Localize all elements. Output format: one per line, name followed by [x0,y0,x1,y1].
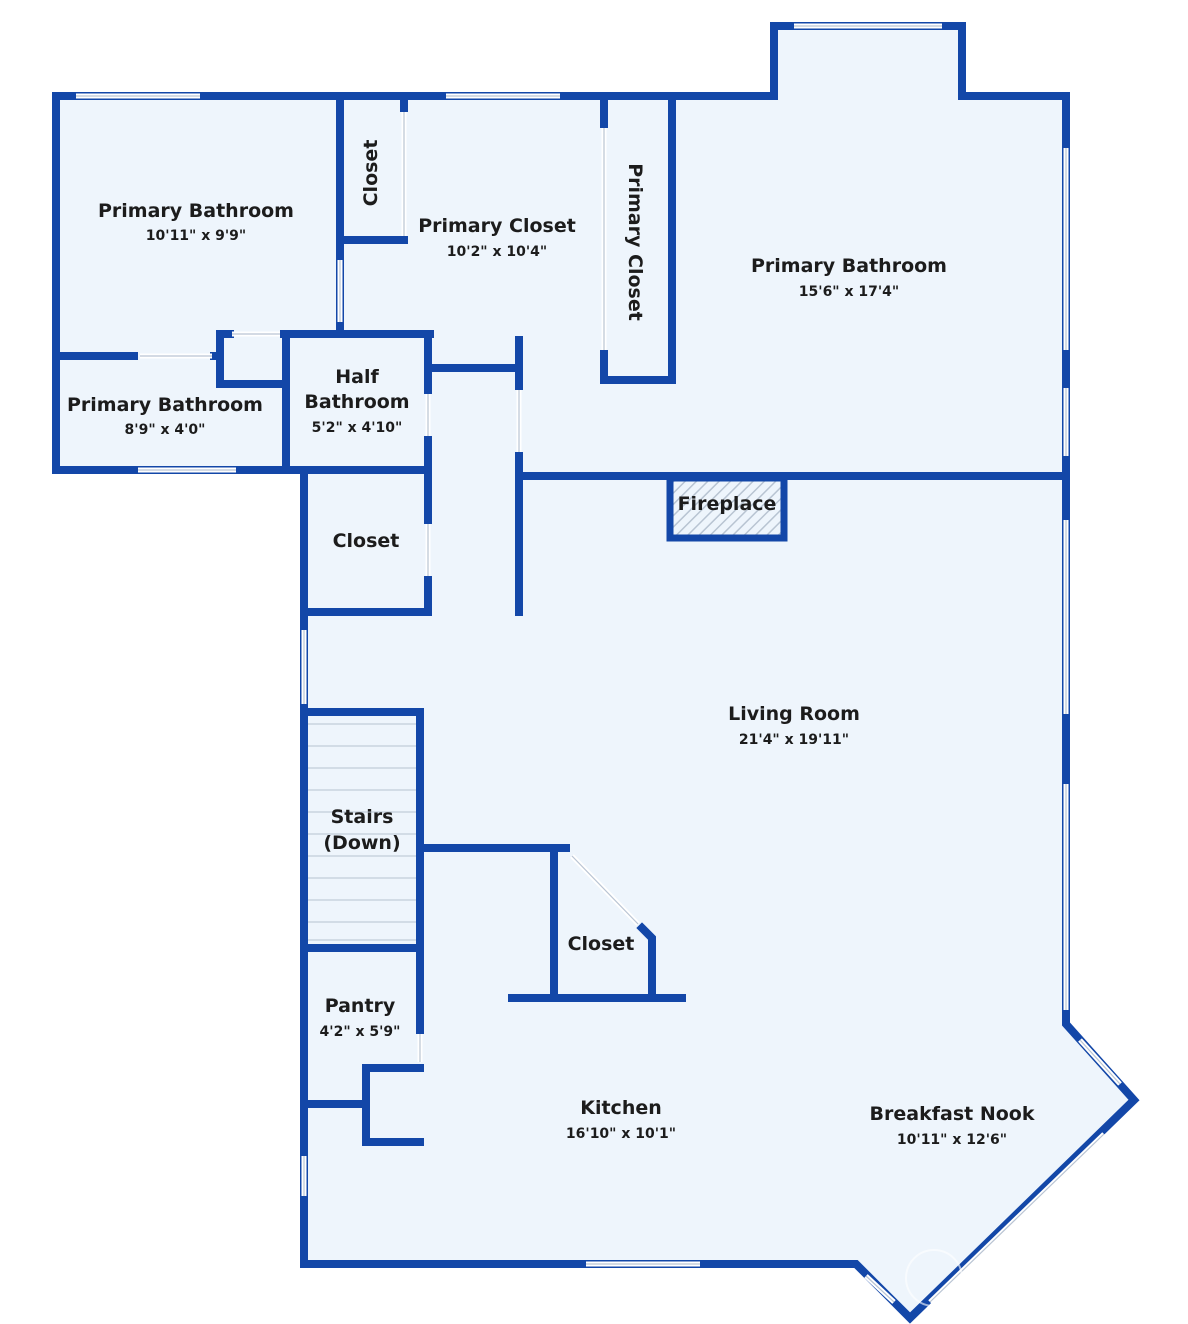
room-name-living-room: Living Room [728,703,860,725]
room-dims-pantry: 4'2" x 5'9" [320,1024,401,1040]
room-name-closet-hall: Closet [333,530,400,552]
floor-area [56,26,1134,1318]
room-name-primary-bathroom-2: Primary Bathroom [751,255,947,277]
room-name-primary-bathroom-1: Primary Bathroom [98,200,294,222]
windows [76,23,1122,1304]
room-name-half-bathroom-line2: Bathroom [304,391,409,413]
fireplace-box [666,474,788,542]
room-name-half-bathroom-line1: Half [335,366,379,388]
room-dims-kitchen: 16'10" x 10'1" [566,1126,676,1142]
room-name-closet-small-top: Closet [360,140,382,207]
room-name-stairs-line2: (Down) [323,832,400,854]
room-dims-primary-bathroom-1: 10'11" x 9'9" [146,228,246,244]
room-dims-primary-closet-1: 10'2" x 10'4" [447,244,547,260]
room-name-breakfast-nook: Breakfast Nook [870,1103,1035,1125]
room-name-primary-closet-1: Primary Closet [418,215,576,237]
room-name-primary-closet-2: Primary Closet [624,163,646,321]
room-name-pantry: Pantry [325,995,396,1017]
room-dims-half-bathroom: 5'2" x 4'10" [312,420,403,436]
room-dims-breakfast-nook: 10'11" x 12'6" [897,1132,1007,1148]
room-name-fireplace: Fireplace [678,493,777,515]
room-name-stairs-line1: Stairs [331,806,394,828]
room-dims-primary-bathroom-3: 8'9" x 4'0" [125,422,206,438]
room-name-primary-bathroom-3: Primary Bathroom [67,394,263,416]
room-dims-primary-bathroom-2: 15'6" x 17'4" [799,284,899,300]
room-dims-living-room: 21'4" x 19'11" [739,732,849,748]
room-name-closet-kitchen: Closet [568,933,635,955]
watermark-icon [905,1249,963,1307]
stair-treads [308,723,416,941]
room-name-kitchen: Kitchen [580,1097,662,1119]
interior-walls [52,92,1070,1146]
